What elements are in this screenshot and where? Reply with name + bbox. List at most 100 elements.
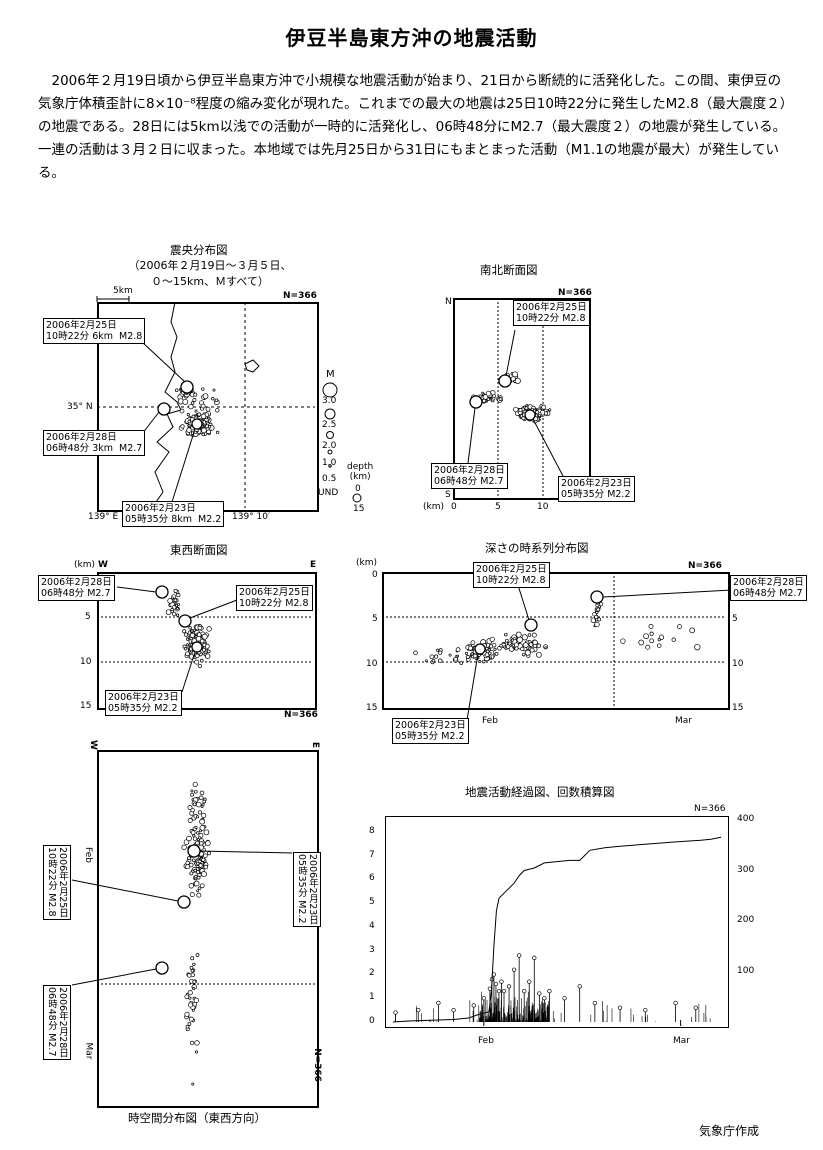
quake-dot: [183, 632, 188, 637]
quake-dot: [488, 651, 492, 656]
dt-tick-10: 10: [366, 659, 378, 669]
quake-dot: [535, 410, 540, 415]
quake-dot: [200, 871, 207, 878]
quake-dot: [436, 648, 440, 652]
quake-dot: [493, 647, 497, 651]
quake-dot: [200, 805, 204, 808]
quake-dot: [207, 851, 211, 856]
dt-x-feb: Feb: [482, 716, 498, 726]
depth-time-title: 深さの時系列分布図: [485, 541, 589, 555]
ns-unit: (km): [423, 502, 445, 512]
quake-dot: [657, 638, 661, 642]
depth-time-unit: (km): [356, 558, 378, 568]
ns-callout-m28: 2006年2月25日 10時22分 M2.8: [513, 300, 590, 326]
ew-callout-m28: 2006年2月25日 10時22分 M2.8: [236, 585, 313, 611]
mag-legend-20: 2.0: [322, 441, 337, 451]
quake-dot: [199, 658, 204, 663]
event-marker: [451, 1007, 456, 1013]
quake-dot: [214, 398, 219, 403]
event-marker: [527, 979, 532, 984]
ns-tick-0: 0: [451, 502, 457, 512]
event-marker: [393, 1010, 398, 1015]
quake-dot: [195, 653, 200, 659]
ns-callout-m22: 2006年2月23日 05時35分 M2.2: [558, 476, 635, 502]
quake-dot: [175, 613, 180, 617]
quake-dot: [177, 602, 180, 606]
quake-dot: [464, 651, 469, 655]
event-marker: [617, 1005, 623, 1010]
quake-dot: [201, 633, 208, 640]
quake-dot: [195, 801, 202, 808]
quake-dot: [544, 646, 548, 650]
quake-dot: [184, 994, 190, 1000]
quake-dot: [192, 836, 198, 841]
quake-dot: [194, 1040, 200, 1046]
quake-dot: [543, 411, 549, 416]
quake-dot: [504, 632, 508, 637]
quake-dot: [175, 607, 179, 610]
quake-dot: [215, 408, 220, 413]
quake-dot: [185, 1024, 190, 1029]
quake-dot: [643, 633, 649, 640]
quake-dot: [198, 795, 204, 801]
st-count: N=366: [311, 1048, 322, 1082]
quake-dot: [195, 632, 199, 636]
quake-dot: [186, 427, 192, 433]
quake-dot: [201, 427, 207, 434]
quake-dot: [494, 652, 499, 656]
quake-dot: [199, 841, 204, 846]
event-marker: [517, 953, 522, 958]
quake-dot: [188, 1016, 194, 1022]
event-marker: [532, 955, 537, 960]
quake-dot: [645, 644, 651, 650]
quake-dot: [658, 634, 665, 640]
quake-dot: [510, 638, 515, 642]
quake-dot: [170, 609, 174, 614]
quake-dot: [205, 653, 211, 659]
quake-dot: [448, 653, 452, 657]
quake-dot: [468, 645, 473, 651]
act-y-left-tick: 2: [369, 968, 375, 979]
mag-legend-25: 2.5: [322, 420, 337, 430]
act-y-left-tick: 0: [369, 1016, 375, 1026]
quake-dot: [206, 429, 211, 435]
quake-dot: [524, 649, 531, 656]
quake-dot: [193, 789, 198, 794]
quake-dot: [597, 617, 602, 622]
quake-dot: [497, 646, 502, 651]
quake-dot: [481, 391, 485, 395]
act-y-right-tick: 100: [737, 965, 755, 976]
quake-dot: [671, 637, 676, 642]
quake-dot: [470, 640, 476, 646]
activity-frame: [385, 816, 729, 1028]
quake-dot: [192, 781, 198, 787]
quake-dot: [518, 408, 523, 413]
quake-dot: [204, 424, 209, 429]
quake-dot: [212, 388, 216, 392]
event-marker: [522, 988, 527, 994]
ns-tick-10: 10: [537, 502, 549, 512]
mag-legend-circles: [322, 382, 338, 468]
depth-legend-und: UND: [318, 488, 339, 498]
quake-dot: [171, 596, 174, 600]
quake-dot: [194, 409, 198, 413]
quake-dot: [191, 858, 196, 863]
event-marker: [511, 967, 517, 972]
quake-dot: [190, 969, 195, 973]
quake-dot: [188, 862, 194, 868]
act-y-right-tick: 200: [737, 915, 755, 925]
quake-dot: [190, 789, 194, 793]
quake-dot: [434, 654, 439, 659]
st-t-feb: Feb: [82, 847, 93, 863]
quake-dot: [689, 627, 696, 634]
quake-dot: [516, 636, 523, 643]
quake-dot: [182, 398, 189, 405]
quake-dot: [206, 626, 212, 632]
quake-dot: [199, 818, 205, 825]
description-paragraph: 2006年２月19日頃から伊豆半島東方沖で小規模な地震活動が始まり、21日から断…: [38, 73, 787, 181]
quake-dot: [512, 371, 518, 378]
scale-label: 5km: [113, 286, 133, 296]
spacetime-frame: [97, 750, 319, 1108]
event-m27: [157, 402, 171, 416]
quake-dot: [524, 406, 529, 411]
